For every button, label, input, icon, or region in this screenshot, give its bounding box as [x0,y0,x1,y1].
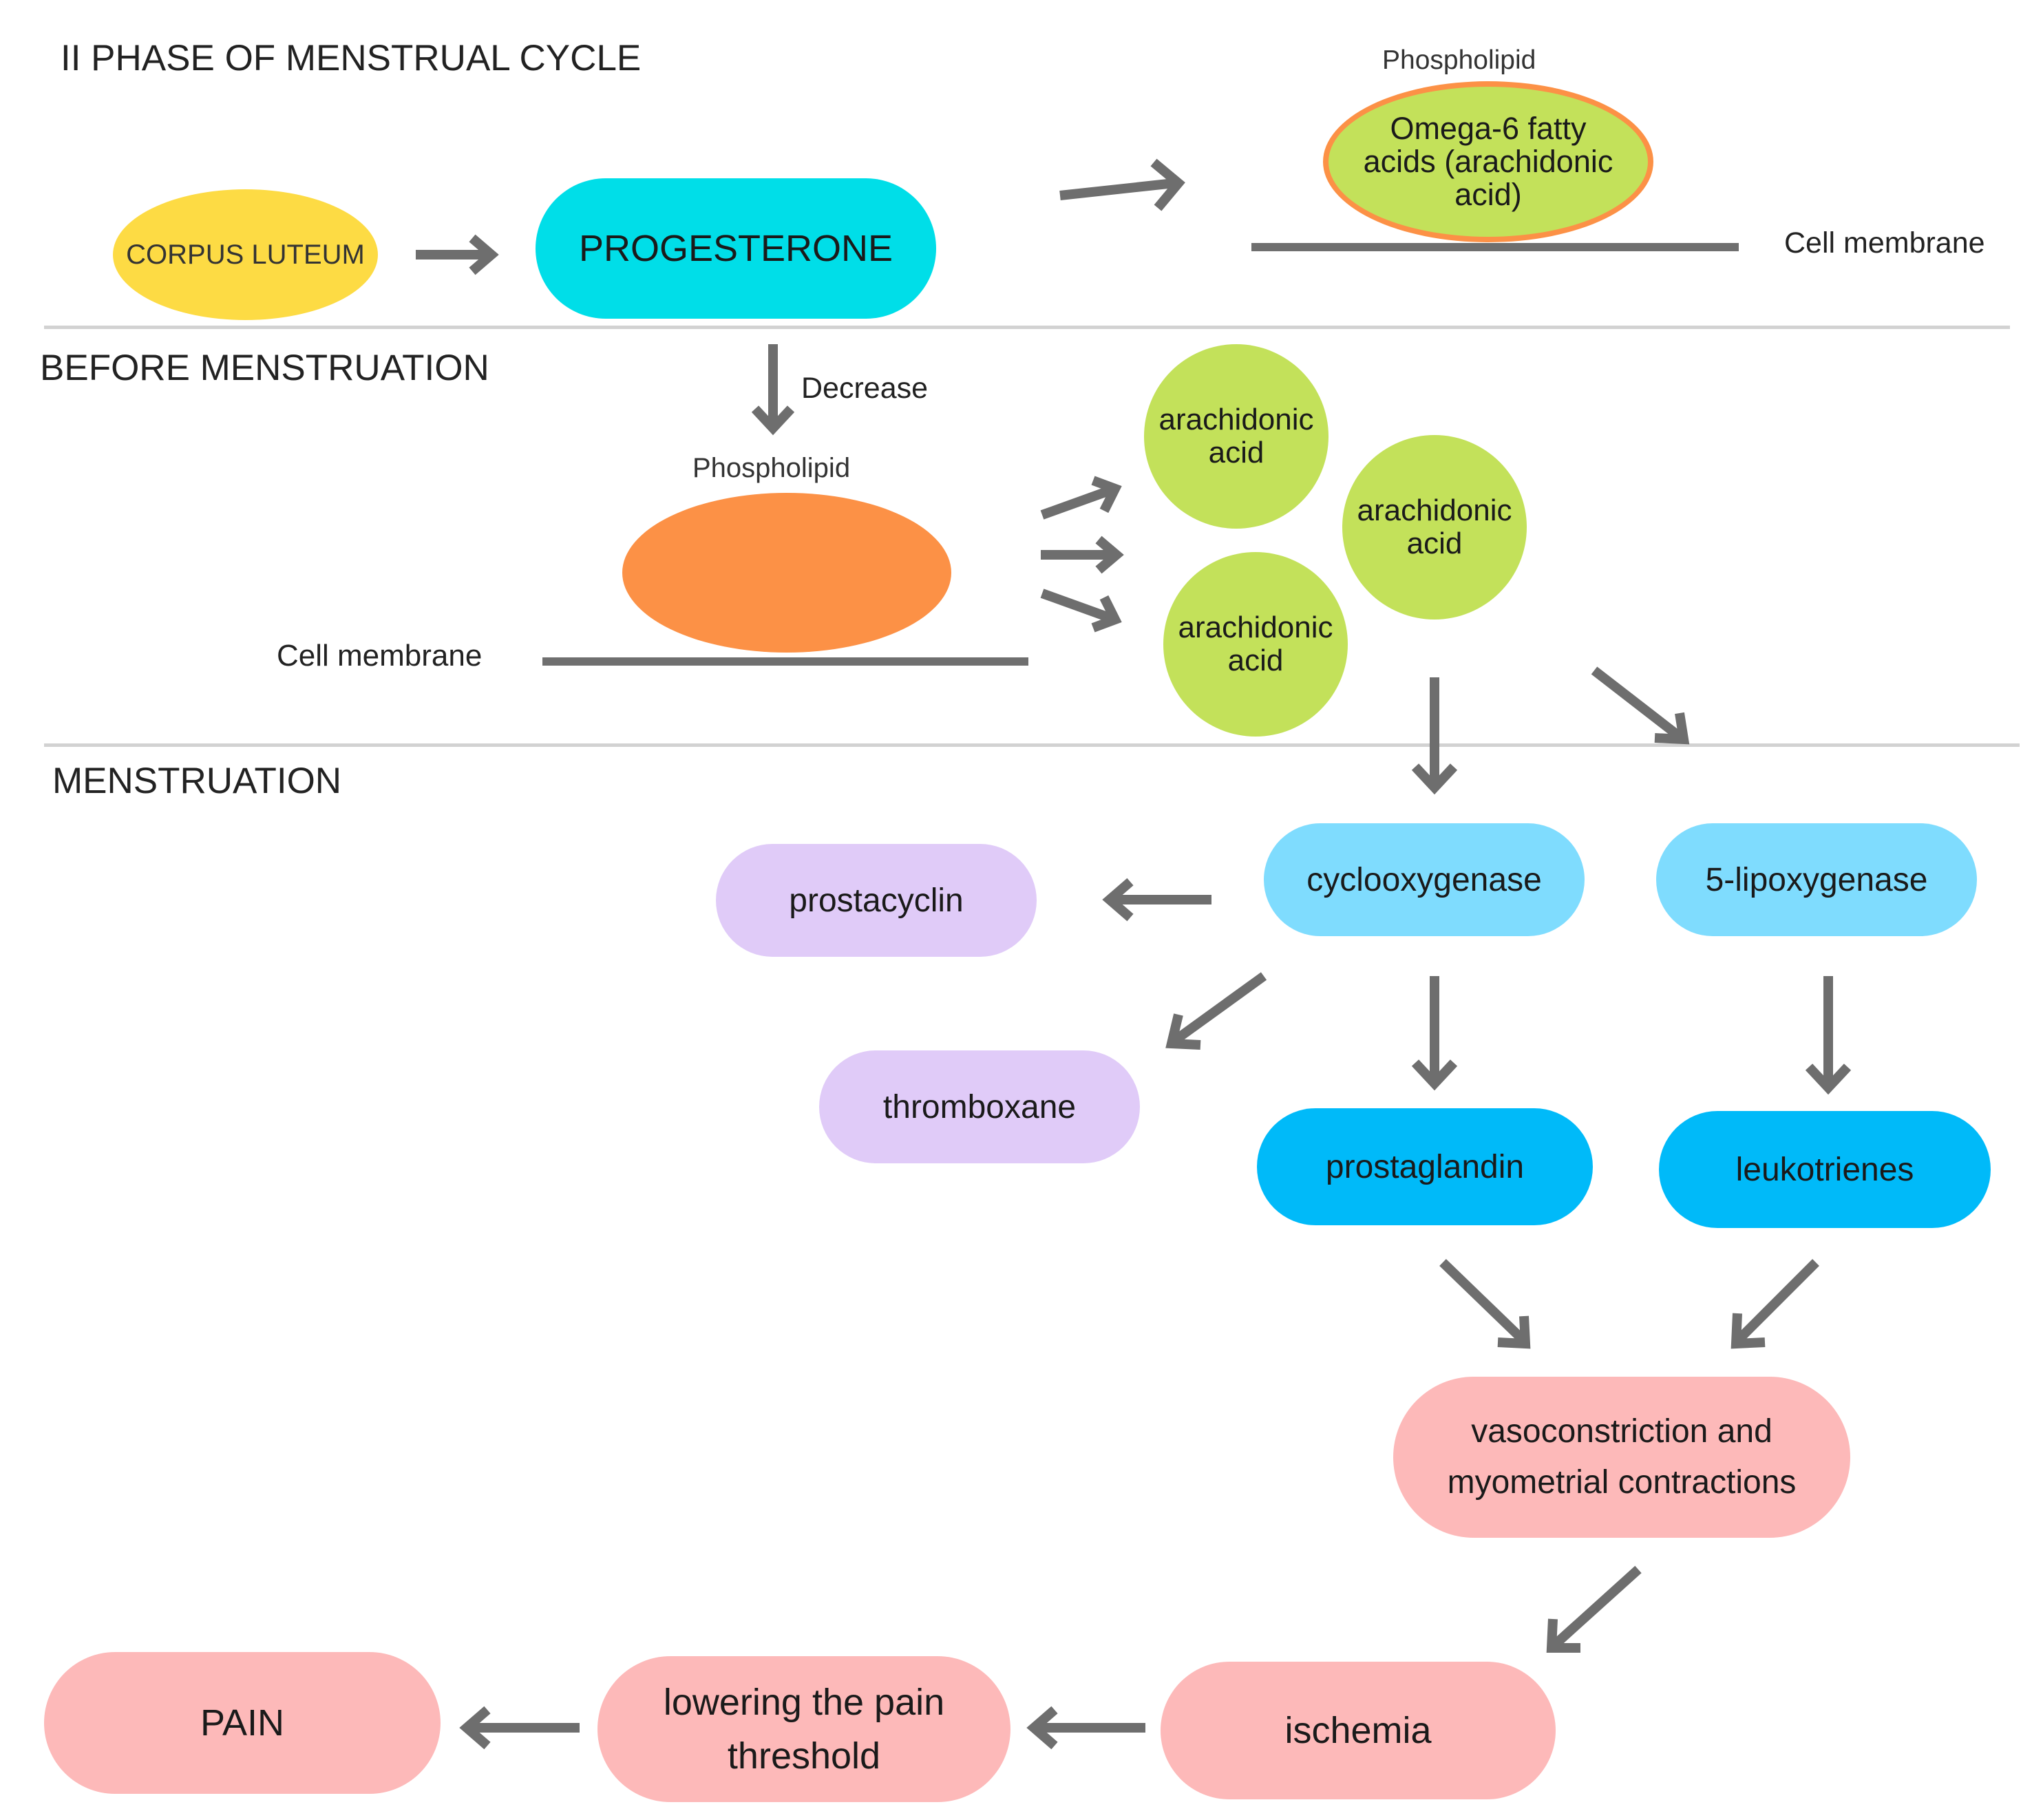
progesterone-label: PROGESTERONE [578,228,893,269]
prostacyclin-node: prostacyclin [716,844,1037,957]
arrow-ischemia-to-lowering [1026,1706,1145,1750]
lowering-pain-threshold-node: lowering the pain threshold [597,1656,1010,1802]
section-divider-bottom [44,743,2020,747]
arrow-release-1 [1040,476,1122,520]
arrow-lowering-to-pain [459,1706,580,1750]
pain-node: PAIN [44,1652,441,1794]
prostaglandin-label: prostaglandin [1325,1148,1525,1185]
prostacyclin-label: prostacyclin [789,882,964,919]
lipoxygenase-label: 5-lipoxygenase [1705,861,1928,898]
arrow-cox-to-prostacyclin [1102,878,1211,922]
arrow-corpus-to-progesterone [416,234,499,275]
cell-membrane-mid-label: Cell membrane [277,639,483,673]
ischemia-label: ischemia [1284,1710,1432,1751]
phospholipid-top-label: Phospholipid [1382,45,1536,75]
arrow-acid-to-lipoxygenase [1591,666,1690,745]
cyclooxygenase-node: cyclooxygenase [1264,823,1585,936]
cell-membrane-top-label: Cell membrane [1784,226,1985,260]
arachidonic-acid-label-3: arachidonic acid [1178,611,1333,677]
thromboxane-label: thromboxane [882,1088,1077,1125]
arrow-cox-to-prostaglandin [1411,976,1458,1091]
vasoconstriction-label: vasoconstriction and myometrial contract… [1447,1413,1797,1501]
pain-label: PAIN [200,1702,285,1744]
section-title-before-menstruation: BEFORE MENSTRUATION [40,348,489,388]
progesterone-node: PROGESTERONE [536,178,936,319]
phospholipid-node [622,493,951,653]
vasoconstriction-node: vasoconstriction and myometrial contract… [1393,1377,1850,1538]
arachidonic-acid-circle-3: arachidonic acid [1163,552,1348,737]
arrow-cox-to-thromboxane [1165,972,1267,1050]
corpus-luteum-node: CORPUS LUTEUM [113,189,378,320]
arachidonic-acid-circle-1: arachidonic acid [1144,344,1329,529]
prostaglandin-node: prostaglandin [1257,1108,1593,1225]
ischemia-node: ischemia [1161,1662,1556,1799]
arrow-acid-to-cyclooxygenase [1411,677,1458,795]
lowering-pain-threshold-label: lowering the pain threshold [663,1682,945,1777]
omega6-label: Omega-6 fatty acids (arachidonic acid) [1363,111,1613,212]
arachidonic-acid-label-1: arachidonic acid [1158,403,1314,469]
decrease-label: Decrease [801,372,929,405]
section-title-menstruation: MENSTRUATION [52,761,342,801]
thromboxane-node: thromboxane [819,1050,1140,1163]
omega6-phospholipid-node: Omega-6 fatty acids (arachidonic acid) [1323,81,1653,242]
arrow-vasoconstriction-to-ischemia [1546,1565,1642,1653]
cell-membrane-top [1251,243,1739,251]
phospholipid-mid-label: Phospholipid [692,453,851,483]
arachidonic-acid-label-2: arachidonic acid [1357,494,1512,560]
arrow-progesterone-decrease [751,344,795,436]
arrow-prostaglandin-to-vasoconstriction [1439,1258,1531,1349]
arrow-progesterone-to-phospholipid [1059,158,1185,211]
arrow-lox-to-leukotrienes [1805,976,1852,1095]
arrow-release-3 [1040,589,1122,633]
section-title-phase-two: II PHASE OF MENSTRUAL CYCLE [61,38,642,78]
lipoxygenase-node: 5-lipoxygenase [1656,823,1977,936]
arrow-leukotrienes-to-vasoconstriction [1730,1259,1819,1349]
leukotrienes-node: leukotrienes [1659,1111,1991,1228]
cell-membrane-mid [542,657,1028,666]
arachidonic-acid-circle-2: arachidonic acid [1342,435,1527,620]
corpus-luteum-label: CORPUS LUTEUM [126,239,365,270]
section-divider-top [44,326,2010,329]
cyclooxygenase-label: cyclooxygenase [1306,861,1542,898]
arrow-release-2 [1041,536,1124,574]
leukotrienes-label: leukotrienes [1735,1151,1914,1188]
